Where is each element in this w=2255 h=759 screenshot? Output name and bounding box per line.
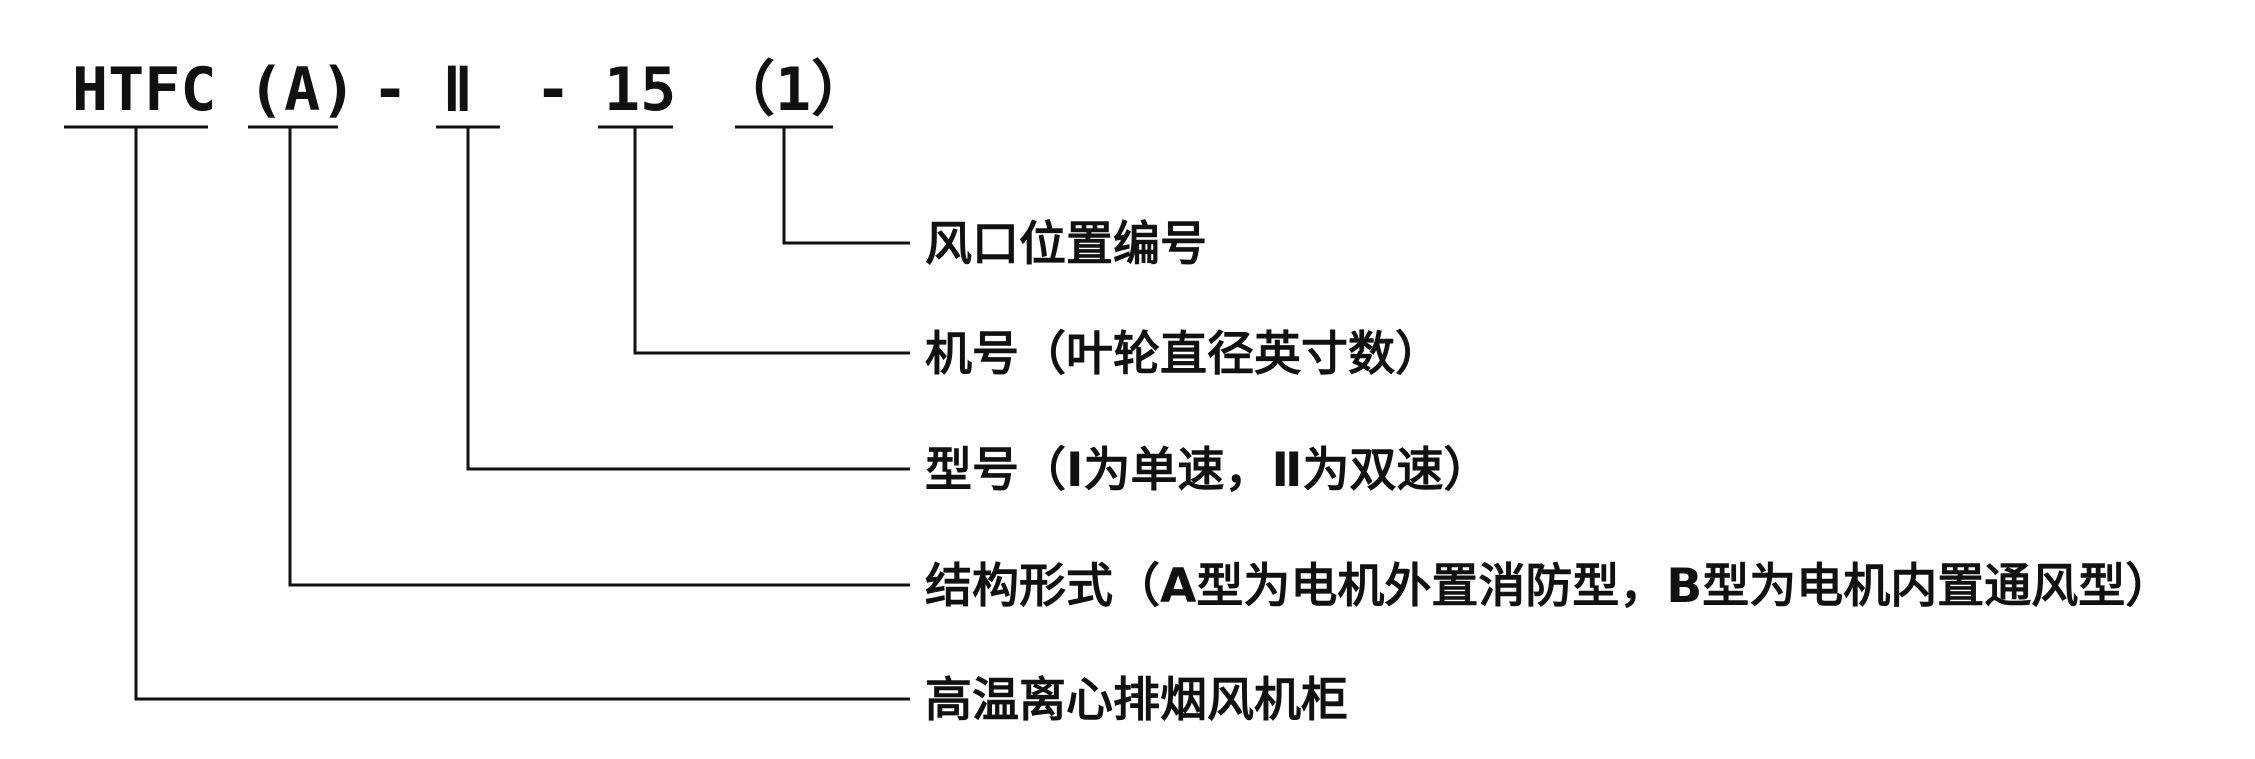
code-structure: (A) [248,55,356,125]
leader-outlet [782,127,910,245]
code-outlet: （1） [715,55,871,125]
desc-series-name: 高温离心排烟风机柜 [925,673,1348,728]
code-series: HTFC [72,55,217,125]
code-dash-1: - [372,55,408,125]
code-dash-2: - [535,55,571,125]
desc-structure-form: 结构形式（A型为电机外置消防型，B型为电机内置通风型） [925,559,2172,614]
leader-series [134,127,910,701]
desc-outlet-position: 风口位置编号 [925,217,1207,272]
code-number: 15 [604,55,676,125]
desc-model-speed: 型号（Ⅰ为单速，Ⅱ为双速） [925,443,1490,498]
leader-model [466,127,910,471]
leader-number [633,127,910,355]
code-model: Ⅱ [443,55,473,125]
desc-machine-number: 机号（叶轮直径英寸数） [925,327,1442,382]
leader-structure [288,127,910,587]
